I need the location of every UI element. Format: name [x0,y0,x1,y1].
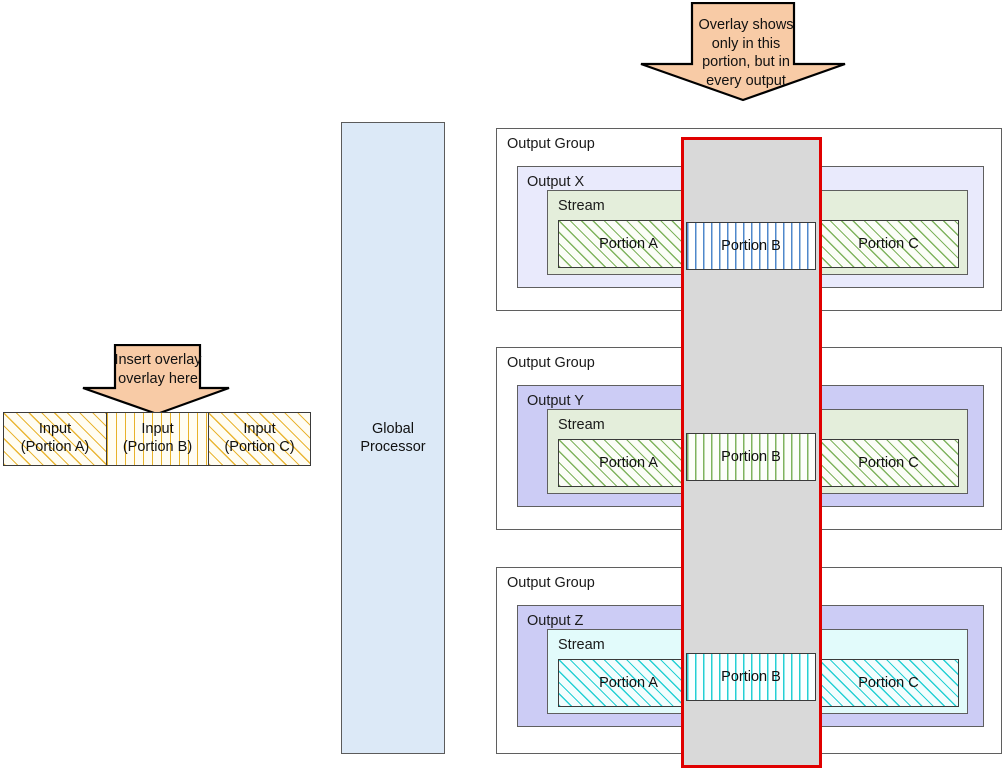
input-portion-b-line2: (Portion B) [122,439,193,455]
output-z-portion-a[interactable]: Portion A [558,659,699,707]
overlay-portion-b-z[interactable]: Portion B [686,653,816,701]
insert-overlay-arrow [78,344,232,416]
global-processor[interactable]: Global Processor [341,122,445,754]
input-portion-a-line1: Input [38,421,72,438]
overlay-portion-b-y-label: Portion B [721,449,781,465]
input-portion-c-line1: Input [243,421,276,438]
output-y-portion-a[interactable]: Portion A [558,439,699,487]
insert-arrow-label: Insert overlay overlay here [114,352,202,387]
input-portion-b[interactable]: Input (Portion B) [106,412,209,466]
output-x-portion-a-label: Portion A [599,236,658,252]
overlay-portion-b-y[interactable]: Portion B [686,433,816,481]
output-z-portion-c-label: Portion C [858,675,919,691]
overlay-portion-b-x-label: Portion B [721,238,781,254]
output-group-1-label: Output Group [507,136,595,152]
insert-arrow-shape [82,344,230,416]
global-processor-label: Global Processor [360,420,426,455]
overlay-arrow-label: Overlay shows only in this portion, but … [698,17,794,89]
output-x-portion-c-label: Portion C [858,236,919,252]
output-z-stream-label: Stream [558,637,605,653]
output-y-portion-a-label: Portion A [599,455,658,471]
output-y-portion-c-label: Portion C [858,455,919,471]
output-z-portion-c[interactable]: Portion C [818,659,959,707]
output-y-stream-label: Stream [558,417,605,433]
input-portion-b-line1: Input [141,421,174,438]
output-z-label: Output Z [527,613,584,629]
overlay-arrow-shape [640,2,846,102]
overlay-portion-b-z-label: Portion B [721,669,781,685]
overlay-annotation-arrow [638,2,848,102]
overlay-portion-b-x[interactable]: Portion B [686,222,816,270]
output-y-portion-c[interactable]: Portion C [818,439,959,487]
input-portion-a-line2: (Portion A) [20,439,90,455]
output-x-portion-c[interactable]: Portion C [818,220,959,268]
input-portion-c[interactable]: Input (Portion C) [208,412,311,466]
output-group-3-label: Output Group [507,575,595,591]
output-y-label: Output Y [527,393,584,409]
output-z-portion-a-label: Portion A [599,675,658,691]
input-strip: Input (Portion A) Input (Portion B) Inpu… [3,412,311,466]
output-x-portion-a[interactable]: Portion A [558,220,699,268]
output-x-label: Output X [527,174,585,190]
output-x-stream-label: Stream [558,198,605,214]
input-portion-a[interactable]: Input (Portion A) [3,412,107,466]
input-portion-c-line2: (Portion C) [224,439,295,455]
output-group-2-label: Output Group [507,355,595,371]
